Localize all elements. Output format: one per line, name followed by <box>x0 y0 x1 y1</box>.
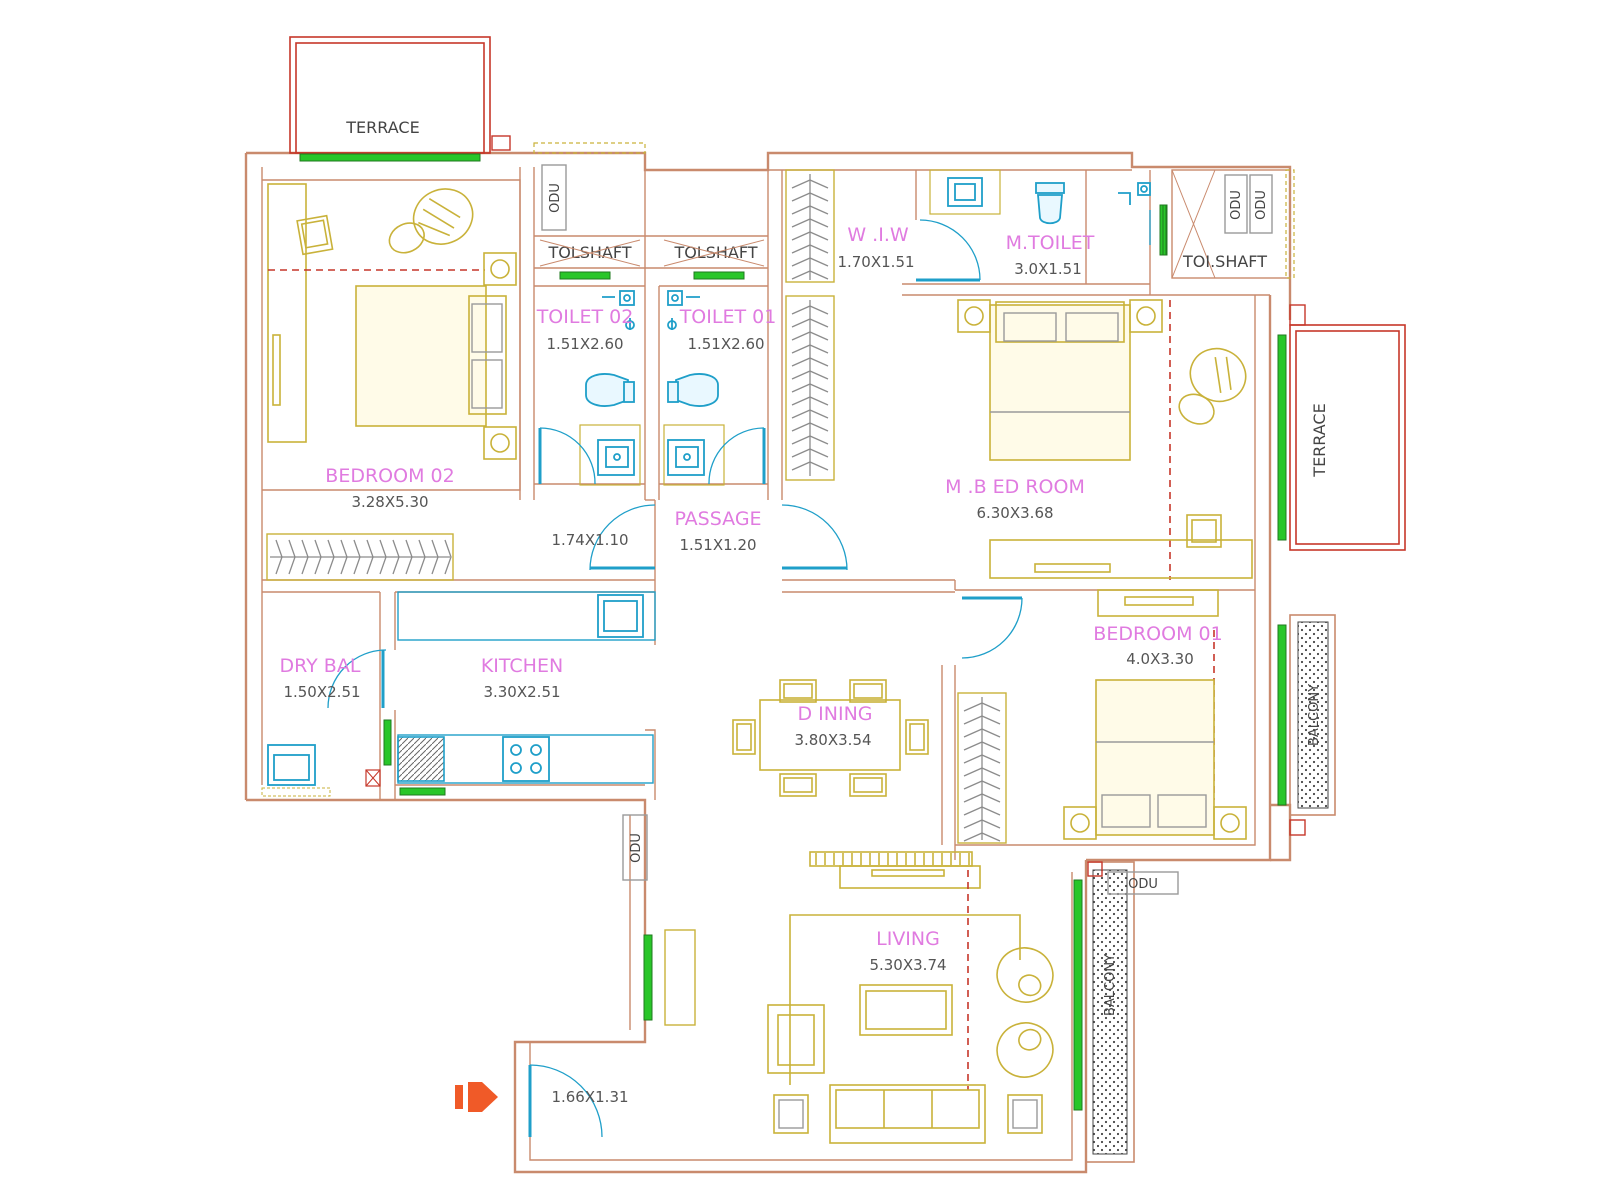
bed-icon <box>989 304 1131 461</box>
hob-icon <box>502 736 550 782</box>
armchair-icon <box>1186 514 1222 548</box>
mtoilet-name: M.TOILET <box>1006 232 1095 254</box>
living-furniture <box>767 851 1054 1144</box>
room-labels: BEDROOM 02 3.28X5.30 TOILET 02 1.51X2.60… <box>280 224 1223 1106</box>
terrace-right-label: TERRACE <box>1310 403 1329 477</box>
toilet01-name: TOILET 01 <box>679 306 777 328</box>
terrace-top: TERRACE <box>289 36 511 162</box>
armchair-icon <box>996 1022 1054 1078</box>
armchair-icon <box>296 214 334 256</box>
foyer-size: 1.66X1.31 <box>551 1088 628 1106</box>
dining-name: D INING <box>797 703 872 725</box>
toishaft-right-label: TOI.SHAFT <box>1182 252 1267 271</box>
odu-label-1: ODU <box>548 183 563 213</box>
armchair-icon <box>996 947 1054 1003</box>
armchair-icon <box>1178 347 1247 425</box>
windows <box>383 204 1168 1026</box>
shafts: ODU TOLSHAFT TOLSHAFT ODU ODU TOI.SHAFT … <box>533 142 1295 895</box>
dining-chair <box>779 679 817 703</box>
balcony-bottom: BALCONY <box>1073 861 1135 1163</box>
washing-machine-icon <box>267 744 316 786</box>
wiw-size: 1.70X1.51 <box>837 253 914 271</box>
mbedroom-size: 6.30X3.68 <box>976 504 1053 522</box>
passage-name: PASSAGE <box>674 508 761 530</box>
wardrobe-hangers-passage-bottom <box>791 300 829 476</box>
kitchen-name: KITCHEN <box>481 655 563 677</box>
wiw-name: W .I.W <box>847 224 909 246</box>
master-toilet-fixtures <box>929 169 1151 225</box>
bed-icon <box>1095 679 1215 836</box>
dining-chair <box>905 719 929 755</box>
armchair-icon <box>767 1004 825 1074</box>
passage-size: 1.51X1.20 <box>679 536 756 554</box>
toilets-fixtures <box>579 290 725 486</box>
wardrobe-hangers-bedroom02 <box>270 539 452 575</box>
drybal-size: 1.50X2.51 <box>283 683 360 701</box>
doors <box>327 210 1151 1138</box>
bedroom02-name: BEDROOM 02 <box>325 465 454 487</box>
kitchen-size: 3.30X2.51 <box>483 683 560 701</box>
drybal-name: DRY BAL <box>280 655 361 677</box>
odu-label-2: ODU <box>1229 190 1244 220</box>
wardrobe-hangers-passage-top <box>791 174 829 280</box>
bedroom02-furniture <box>268 188 517 460</box>
dining-chair <box>732 719 756 755</box>
living-name: LIVING <box>876 928 940 950</box>
terrace-top-label: TERRACE <box>345 118 419 137</box>
dining-size: 3.80X3.54 <box>794 731 871 749</box>
bedroom01-name: BEDROOM 01 <box>1093 623 1222 645</box>
balcony-right-label: BALCONY <box>1307 684 1322 746</box>
living-size: 5.30X3.74 <box>869 956 946 974</box>
toilet02-name: TOILET 02 <box>536 306 634 328</box>
dining-chair <box>779 773 817 797</box>
tap-icon <box>1118 182 1151 205</box>
dining-chair <box>849 773 887 797</box>
bedroom02-size: 3.28X5.30 <box>351 493 428 511</box>
tap-icon <box>602 290 700 330</box>
kitchen-fixtures <box>261 591 656 797</box>
sink-icon <box>397 736 445 782</box>
mbedroom-name: M .B ED ROOM <box>945 476 1085 498</box>
toilet01-size: 1.51X2.60 <box>687 335 764 353</box>
wc-icon <box>1035 182 1065 225</box>
dining-table <box>732 679 929 797</box>
bedroom01-furniture <box>1063 589 1247 840</box>
balcony-right: BALCONY <box>1277 614 1336 836</box>
armchair-icon <box>388 188 474 254</box>
lobby-size: 1.74X1.10 <box>551 531 628 549</box>
odu-label-4: ODU <box>629 833 644 863</box>
odu-label-3: ODU <box>1254 190 1269 220</box>
terrace-right: TERRACE <box>1277 304 1406 551</box>
odu-label-5: ODU <box>1128 877 1158 892</box>
wardrobe-hangers-bedroom01 <box>963 697 1001 842</box>
dining-chair <box>849 679 887 703</box>
wc-icon <box>585 373 719 407</box>
balcony-bottom-label: BALCONY <box>1103 954 1118 1016</box>
bedroom01-size: 4.0X3.30 <box>1126 650 1194 668</box>
entry-arrow-icon <box>455 1082 498 1112</box>
wardrobes <box>266 169 1007 844</box>
washbasin-icon <box>947 177 983 207</box>
toilet02-size: 1.51X2.60 <box>546 335 623 353</box>
bed-icon <box>355 285 487 427</box>
mtoilet-size: 3.0X1.51 <box>1014 260 1082 278</box>
washbasin-icon <box>579 424 725 486</box>
master-bedroom-furniture <box>957 299 1253 580</box>
sofa-icon <box>829 1084 986 1144</box>
